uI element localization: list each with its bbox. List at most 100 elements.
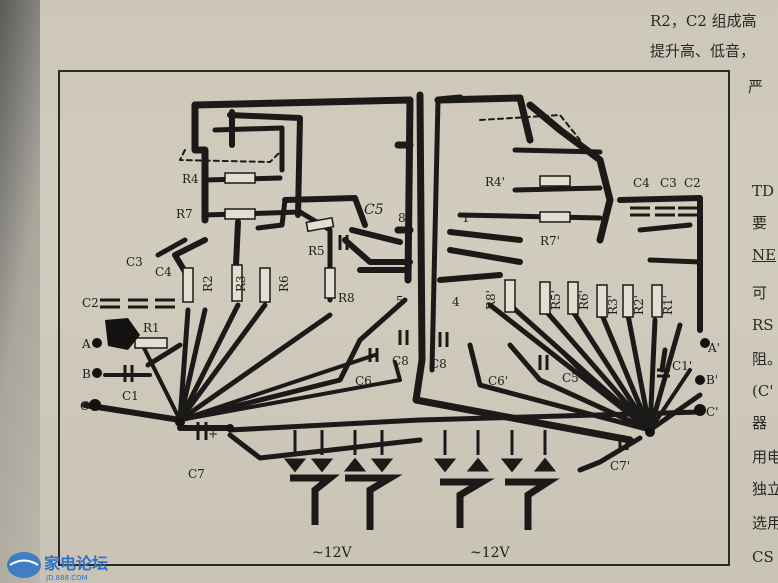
margin-text-8: 用电 (752, 448, 778, 466)
c3-plates (128, 298, 148, 309)
c6-plates (368, 348, 379, 362)
r3-body (231, 264, 243, 302)
label-r8: R8 (338, 291, 355, 305)
book-line-1: R2，C2 组成高 (650, 12, 757, 30)
margin-text-10: 选用 (752, 514, 778, 532)
label-pin-1: 1 (462, 211, 470, 225)
diode-bridges (283, 430, 560, 530)
label-left-supply: ~12V (312, 545, 353, 561)
r2p-body (622, 284, 634, 318)
pad-b (92, 368, 102, 378)
label-c7: C7 (188, 467, 205, 481)
c7-plates (196, 422, 208, 440)
book-line-3: 严 (748, 78, 764, 96)
label-terminal-a-prime: A' (707, 341, 720, 355)
label-r7: R7 (176, 207, 193, 221)
c8-right-plates (438, 332, 449, 347)
c7p-plates (618, 436, 629, 450)
c2-plates (100, 298, 120, 309)
label-c3: C3 (126, 255, 143, 269)
c2p-plates (678, 206, 698, 217)
diode-r2 (466, 430, 490, 472)
label-r7p: R7' (540, 234, 560, 248)
label-c6: C6 (355, 374, 372, 388)
label-terminal-c-prime: C' (706, 405, 718, 419)
label-r6p: R6' (577, 290, 591, 310)
r7-body (224, 208, 256, 220)
logo-globe-icon (7, 552, 41, 578)
label-r5p: R5' (549, 290, 563, 310)
margin-text-11: CS 直 (752, 548, 778, 566)
resistor-bodies (134, 172, 663, 349)
supply-lead-r1 (440, 478, 495, 528)
r4-body (224, 172, 256, 184)
label-r8p: R8' (484, 290, 498, 310)
label-c3p: C3 (660, 176, 677, 190)
diode-l2 (310, 430, 334, 473)
diode-l1 (283, 430, 307, 473)
r8-body (324, 267, 336, 299)
label-r6: R6 (277, 275, 291, 292)
r8p-body (504, 279, 516, 313)
r1p-body (651, 284, 663, 318)
margin-text-0: TD (752, 182, 775, 200)
right-board-traces (436, 94, 703, 473)
c4p-plates (630, 206, 650, 217)
supply-lead-l1 (290, 474, 340, 525)
book-line-2: 提升高、低音， (650, 42, 756, 60)
label-c8-right: C8 (430, 357, 447, 371)
margin-text-3: 可 (752, 284, 768, 302)
margin-text-7: 器 (752, 414, 768, 432)
label-c2p: C2 (684, 176, 701, 190)
label-c5p: C5' (562, 371, 582, 385)
r6p-body (567, 281, 579, 315)
diode-l4 (370, 430, 394, 473)
label-c1p: C1' (672, 359, 692, 373)
r2-body (182, 267, 194, 303)
logo-text: 家电论坛 (44, 554, 108, 573)
label-r1: R1 (143, 321, 160, 335)
label-r5: R5 (308, 244, 325, 258)
label-pin-4: 4 (452, 295, 460, 309)
margin-text-9: 独立 (752, 480, 778, 498)
label-r2: R2 (201, 275, 215, 292)
label-r2p: R2' (632, 295, 646, 315)
left-board-traces (82, 91, 703, 461)
supply-lead-l2 (345, 474, 403, 530)
margin-text-5: 阻。 (752, 350, 778, 368)
label-right-supply: ~12V (470, 545, 511, 561)
logo-site: JD.888.COM (45, 574, 88, 582)
c8-left-plates (398, 330, 409, 345)
c1p-plates (657, 368, 670, 378)
terminal-pads (89, 338, 710, 437)
label-c5: C5 (364, 202, 384, 218)
label-terminal-b: B (82, 367, 91, 381)
r5-body (305, 216, 335, 233)
pcb-frame (58, 70, 730, 566)
margin-text-4: RS (752, 316, 774, 334)
pad-c (89, 399, 101, 411)
label-r3: R3 (234, 275, 248, 292)
label-terminal-b-prime: B' (706, 373, 718, 387)
c3p-plates (655, 206, 675, 217)
margin-text-6: (C' (752, 382, 774, 400)
label-c7-plus: + (208, 427, 218, 441)
label-r3p: R3' (606, 295, 620, 315)
label-terminal-c: C (80, 399, 89, 413)
right-labels: R4' R7' R8' R5' R6' R3' R2' R1' C4 C3 C2… (392, 175, 720, 561)
c5-plates (338, 235, 349, 250)
pad-b-prime (695, 375, 705, 385)
r4p-body (539, 175, 571, 187)
left-pad-blob (105, 318, 140, 350)
supply-lead-r2 (505, 478, 560, 530)
left-common-node (175, 417, 185, 427)
r5p-body (539, 281, 551, 315)
label-c1: C1 (122, 389, 139, 403)
label-c6p: C6' (488, 374, 508, 388)
capacitor-plates (100, 206, 698, 450)
r3p-body (596, 284, 608, 318)
c5p-plates (538, 355, 549, 370)
r6-body (259, 267, 271, 303)
pad-a (92, 338, 102, 348)
c1-plates (123, 365, 134, 382)
